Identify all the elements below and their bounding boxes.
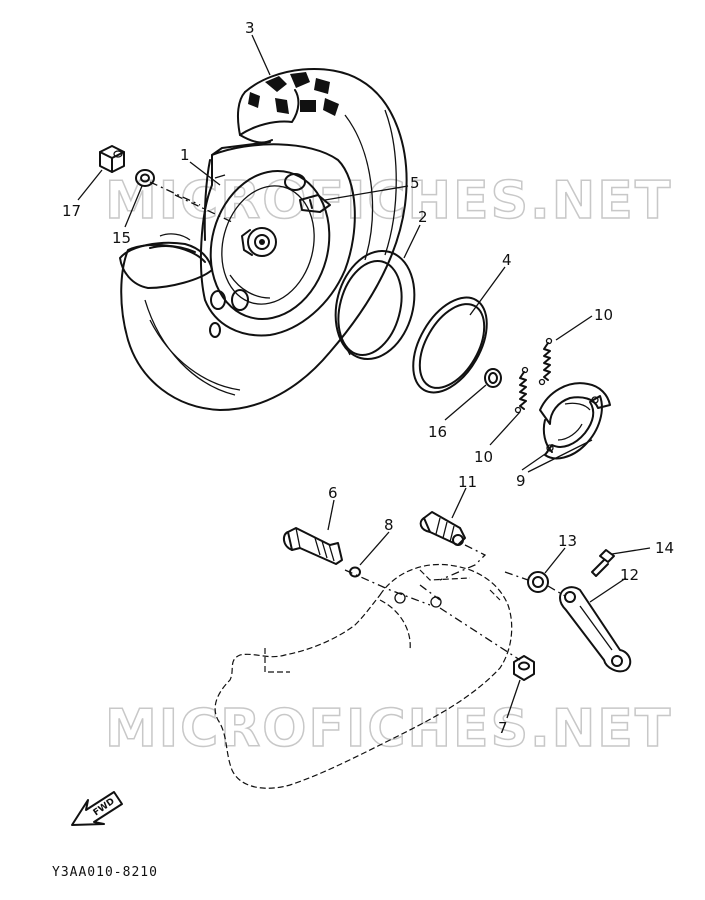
callout-8: 8 [384,516,394,534]
watermark-top: MICROFICHES.NET [105,171,672,231]
o-ring [412,296,488,394]
callout-5: 5 [410,174,420,192]
washer [135,169,155,187]
small-o-ring [349,566,361,578]
callout-6: 6 [328,484,338,502]
lever-bolt [591,549,615,577]
drive-shaft [282,527,343,565]
callout-4: 4 [502,251,512,269]
drawing-code: Y3AA010-8210 [52,865,158,880]
callout-13: 13 [558,532,577,550]
callout-16: 16 [428,423,447,441]
callout-3: 3 [245,19,255,37]
callout-11: 11 [458,473,477,491]
callout-labels: 3 1 5 2 17 15 4 10 16 10 9 6 11 8 13 14 … [62,19,674,737]
callout-12: 12 [620,566,639,584]
callout-1: 1 [180,146,190,164]
callout-7: 7 [498,719,508,737]
tire [119,67,408,411]
wheel-rim [199,141,356,338]
callout-9: 9 [516,472,526,490]
lever-washer [527,571,549,593]
brake-cam-lever [559,586,632,673]
oil-seal [484,368,502,388]
axle-nut [99,145,125,173]
callout-14: 14 [655,539,674,557]
tire-valve [299,194,331,213]
leader-lines [77,34,651,719]
brake-shoes [539,382,611,460]
callout-15: 15 [112,229,131,247]
callout-2: 2 [418,208,428,226]
crankcase-outline [214,563,513,789]
lever-nut [513,655,535,681]
fwd-arrow-icon: FWD [71,791,123,826]
callout-10-lower: 10 [474,448,493,466]
callout-17: 17 [62,202,81,220]
callout-10-upper: 10 [594,306,613,324]
rim-band [334,249,416,361]
spring-upper [538,337,553,386]
spring-lower [514,366,529,414]
output-shaft [419,511,466,546]
watermark-bottom: MICROFICHES.NET [105,699,672,759]
